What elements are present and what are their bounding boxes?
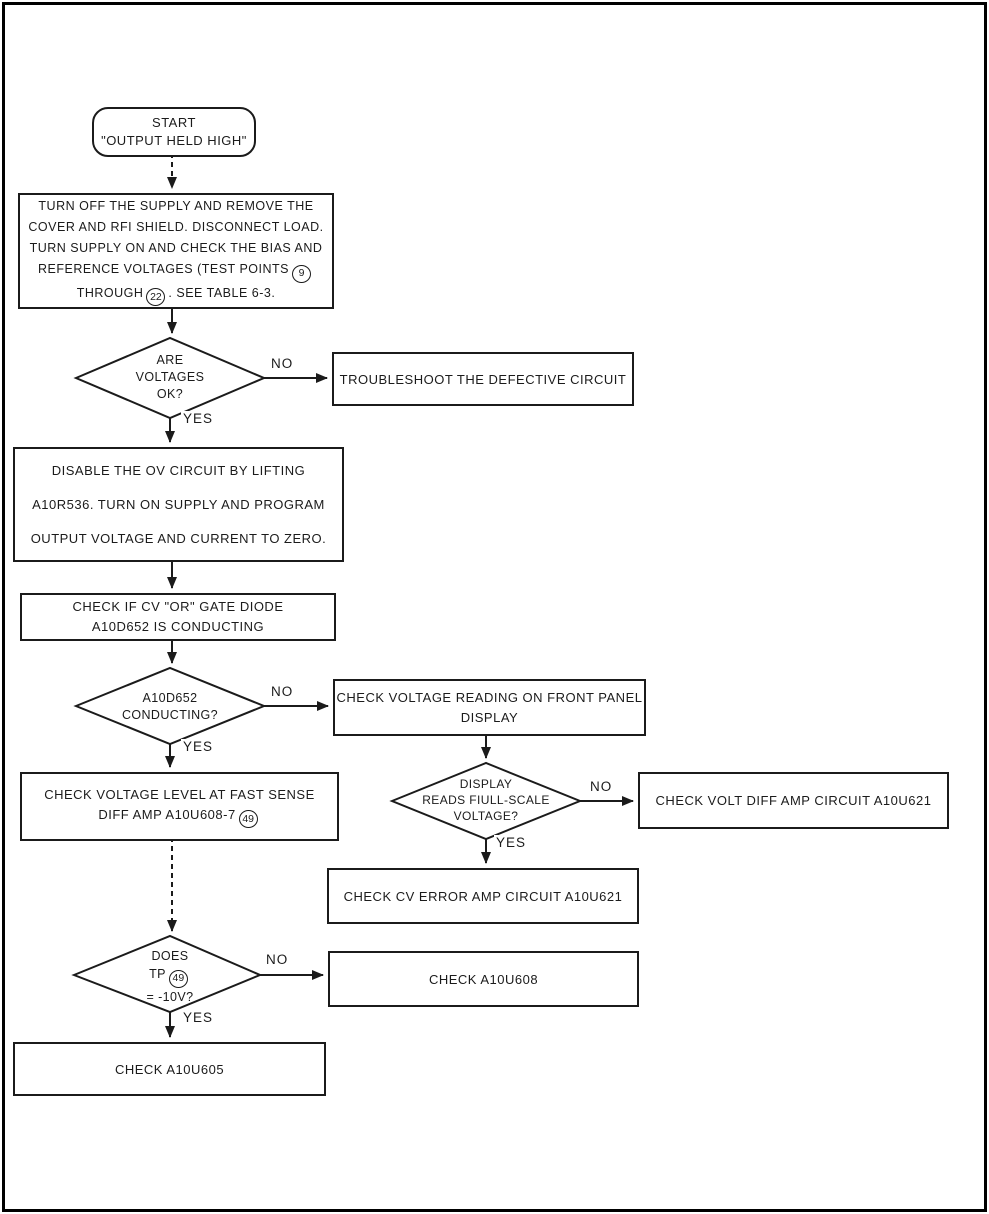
branch-label-yes: YES <box>494 835 529 850</box>
decision-text-line: VOLTAGE? <box>453 809 519 823</box>
process-text-line: CHECK A10U608 <box>428 971 539 987</box>
decision-voltages-ok <box>73 336 267 420</box>
decision-diode-conducting-text: A10D652 CONDUCTING? <box>90 690 250 724</box>
test-point-49-badge: 49 <box>238 810 258 829</box>
process-check-diode-box: CHECK IF CV "OR" GATE DIODE A10D652 IS C… <box>20 593 336 641</box>
process-check-cv-error-box: CHECK CV ERROR AMP CIRCUIT A10U621 <box>327 868 639 924</box>
decision-diode-conducting <box>73 666 267 746</box>
process-text-line: A10D652 IS CONDUCTING <box>91 619 265 634</box>
decision-text-line: READS FIULL-SCALE <box>422 793 550 807</box>
decision-text-line: OK? <box>156 387 184 401</box>
branch-label-no: NO <box>588 779 615 794</box>
process-text-line: CHECK VOLTAGE READING ON FRONT PANEL <box>336 689 643 705</box>
decision-text-line: CONDUCTING? <box>121 708 219 722</box>
decision-text-line: ARE <box>156 353 184 367</box>
decision-text-line: DOES <box>151 949 189 963</box>
process-check-u608-box: CHECK A10U608 <box>328 951 639 1007</box>
test-point-49-badge: 49 <box>168 969 188 988</box>
branch-label-no: NO <box>264 952 291 967</box>
decision-text-line: = -10V? <box>146 989 194 1004</box>
process-text-segment: THROUGH <box>76 285 144 300</box>
process-text-line: DISABLE THE OV CIRCUIT BY LIFTING <box>51 462 306 478</box>
start-condition-label: "OUTPUT HELD HIGH" <box>101 133 247 148</box>
process-text-line: TURN OFF THE SUPPLY AND REMOVE THE <box>38 199 314 213</box>
process-text-line: A10R536. TURN ON SUPPLY AND PROGRAM <box>32 496 325 512</box>
process-text-line: DISPLAY <box>460 709 519 725</box>
decision-text-line: DISPLAY <box>459 777 513 791</box>
process-text-segment: . SEE TABLE 6-3. <box>168 285 276 300</box>
process-check-display-box: CHECK VOLTAGE READING ON FRONT PANEL DIS… <box>333 679 646 736</box>
start-label: START <box>152 115 196 130</box>
branch-label-no: NO <box>269 684 296 699</box>
process-text-line: CHECK IF CV "OR" GATE DIODE <box>72 599 284 614</box>
decision-display-fullscale-text: DISPLAY READS FIULL-SCALE VOLTAGE? <box>396 776 576 824</box>
branch-label-yes: YES <box>181 739 216 754</box>
decision-does-tp-minus10 <box>71 934 263 1014</box>
test-point-22-badge: 22 <box>146 288 166 306</box>
branch-label-yes: YES <box>181 411 216 426</box>
start-terminal: START "OUTPUT HELD HIGH" <box>92 107 256 157</box>
decision-display-fullscale <box>389 761 583 841</box>
process-text-segment: DIFF AMP A10U608-7 <box>98 806 236 822</box>
process-text-line: TROUBLESHOOT THE DEFECTIVE CIRCUIT <box>339 371 627 387</box>
process-text-line: CHECK VOLTAGE LEVEL AT FAST SENSE <box>44 786 315 802</box>
process-text-line: TURN SUPPLY ON AND CHECK THE BIAS AND <box>29 241 323 255</box>
branch-label-yes: YES <box>181 1010 216 1025</box>
process-check-level-box: CHECK VOLTAGE LEVEL AT FAST SENSE DIFF A… <box>20 772 339 841</box>
process-text-line: CHECK A10U605 <box>114 1061 225 1077</box>
process-disable-ov-box: DISABLE THE OV CIRCUIT BY LIFTING A10R53… <box>13 447 344 562</box>
decision-text-line: A10D652 <box>142 691 198 705</box>
test-point-9-badge: 9 <box>291 264 311 283</box>
process-check-volt-diff-box: CHECK VOLT DIFF AMP CIRCUIT A10U621 <box>638 772 949 829</box>
decision-voltages-ok-text: ARE VOLTAGES OK? <box>90 352 250 403</box>
branch-label-no: NO <box>269 356 296 371</box>
process-setup-box: TURN OFF THE SUPPLY AND REMOVE THE COVER… <box>18 193 334 309</box>
decision-text-segment: TP <box>149 967 166 981</box>
process-text-line: CHECK VOLT DIFF AMP CIRCUIT A10U621 <box>655 793 932 808</box>
process-troubleshoot-box: TROUBLESHOOT THE DEFECTIVE CIRCUIT <box>332 352 634 406</box>
process-text-line: COVER AND RFI SHIELD. DISCONNECT LOAD. <box>28 220 324 234</box>
process-check-u605-box: CHECK A10U605 <box>13 1042 326 1096</box>
process-text-line: OUTPUT VOLTAGE AND CURRENT TO ZERO. <box>30 530 327 546</box>
decision-text-line: VOLTAGES <box>135 370 205 384</box>
process-text-line: CHECK CV ERROR AMP CIRCUIT A10U621 <box>343 888 623 904</box>
process-text-segment: REFERENCE VOLTAGES (TEST POINTS <box>38 262 289 276</box>
